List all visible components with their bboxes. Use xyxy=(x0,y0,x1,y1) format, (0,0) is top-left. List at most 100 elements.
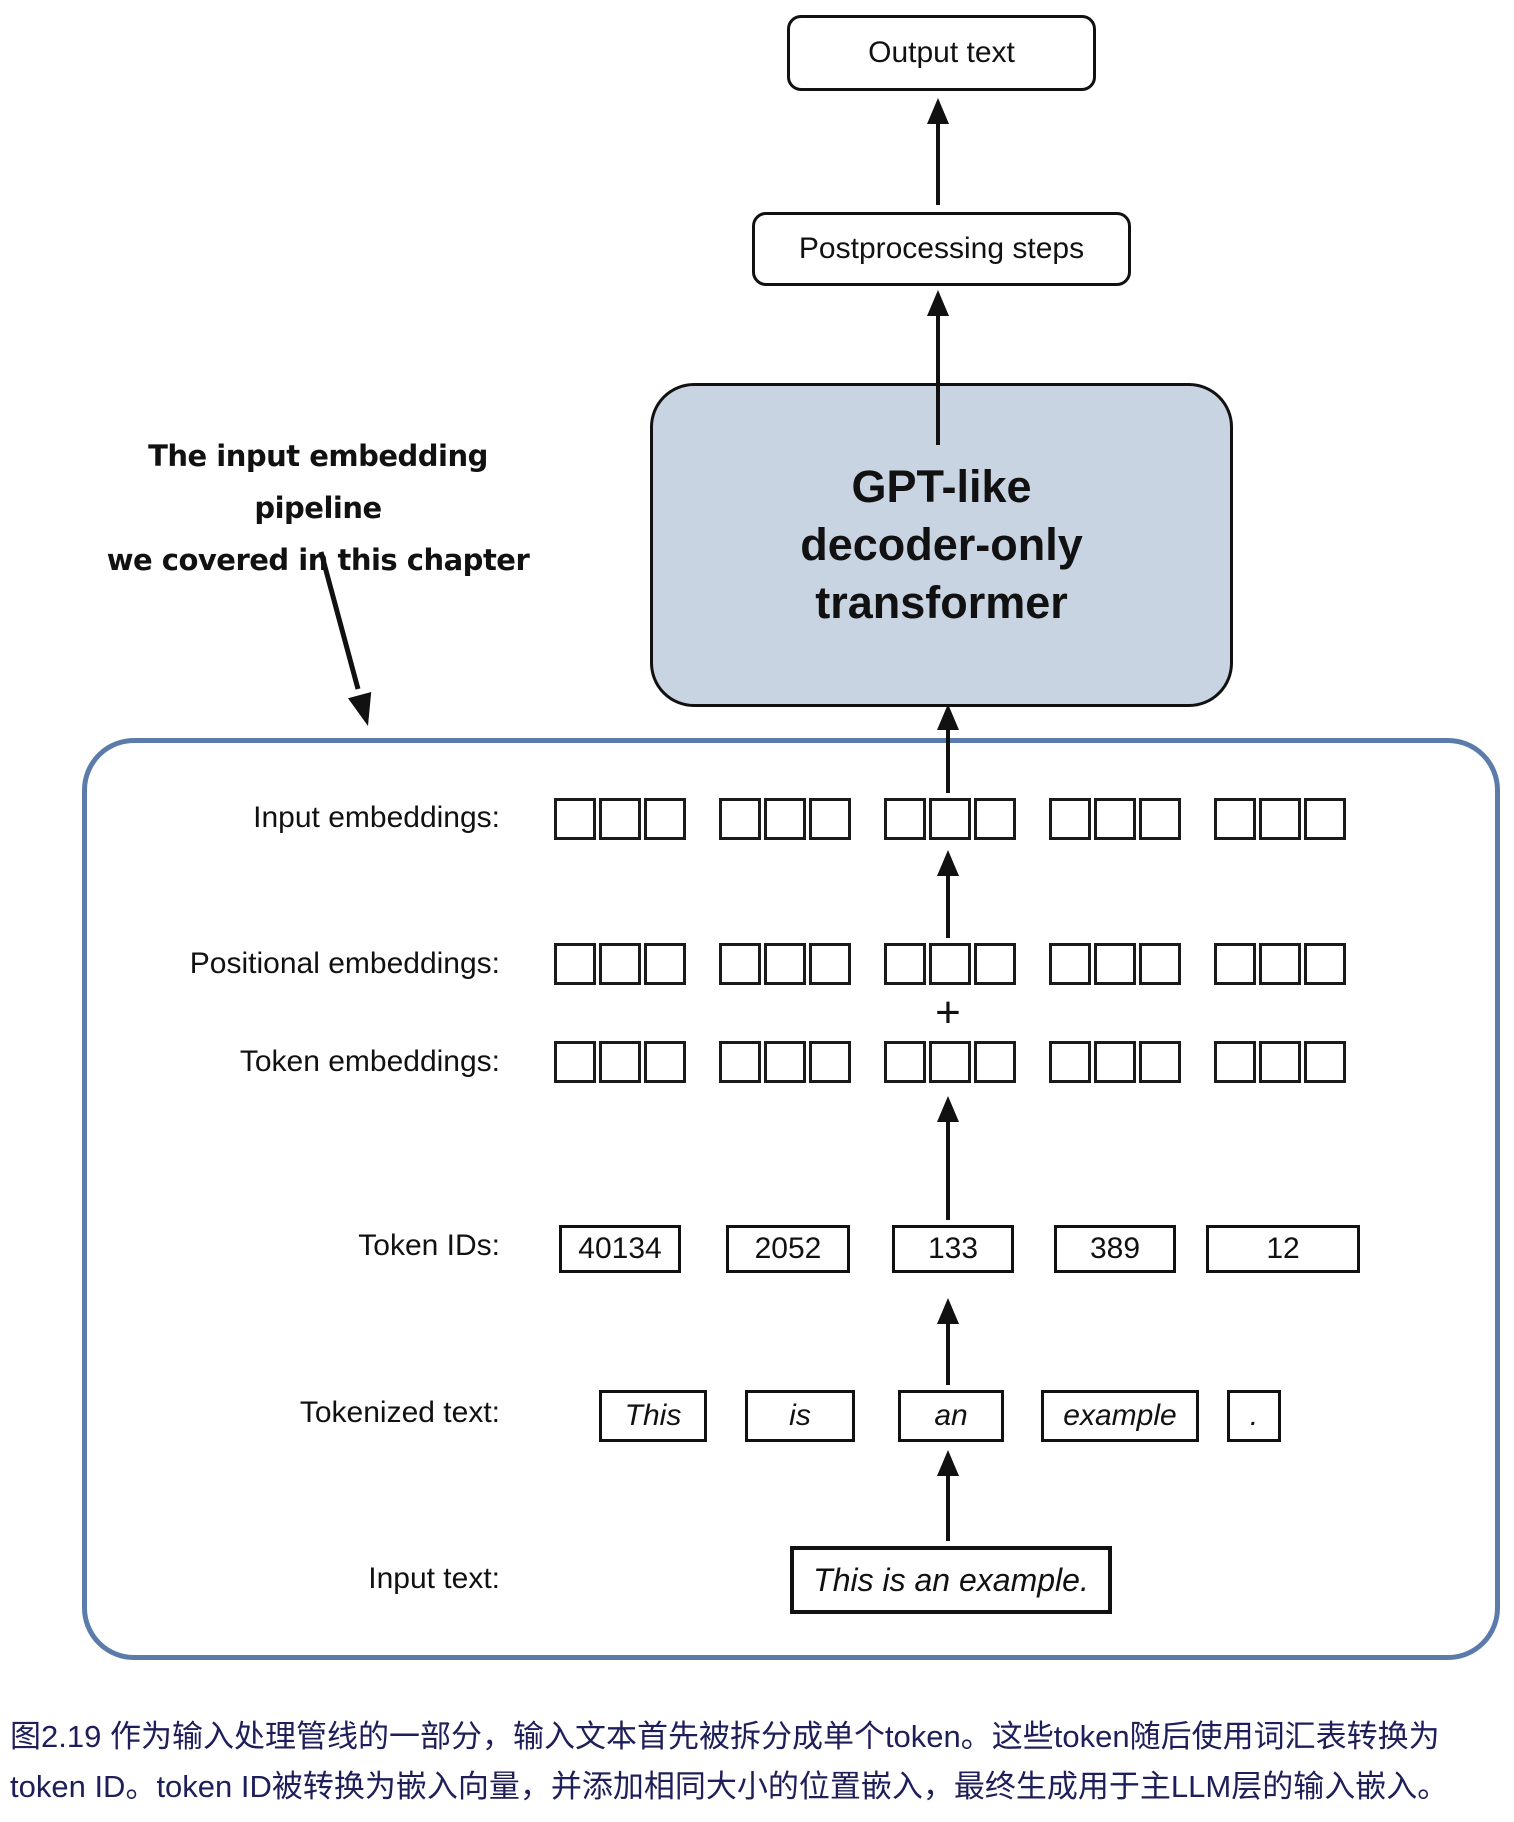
embedding-cell xyxy=(1304,798,1346,840)
embedding-group xyxy=(719,798,851,840)
embedding-group xyxy=(554,943,686,985)
postprocessing-label: Postprocessing steps xyxy=(798,232,1085,265)
embedding-cell xyxy=(1214,1041,1256,1083)
embedding-cell xyxy=(974,798,1016,840)
embedding-cell xyxy=(554,943,596,985)
arrow-tokenized-to-token-ids xyxy=(946,1324,950,1385)
figure-caption: 图2.19 作为输入处理管线的一部分，输入文本首先被拆分成单个token。这些t… xyxy=(10,1712,1508,1812)
token-id-box: 133 xyxy=(892,1225,1014,1273)
token-id-box: 389 xyxy=(1054,1225,1176,1273)
embedding-cell xyxy=(929,1041,971,1083)
arrow-input-text-to-tokenized xyxy=(946,1476,950,1541)
embedding-cell xyxy=(809,943,851,985)
annotation-arrow xyxy=(318,551,372,726)
token-embeddings-row xyxy=(554,1041,1346,1083)
caption-line-2: token ID。token ID被转换为嵌入向量，并添加相同大小的位置嵌入，最… xyxy=(10,1769,1449,1804)
embedding-cell xyxy=(719,1041,761,1083)
embedding-cell xyxy=(1049,943,1091,985)
embedding-cell xyxy=(554,798,596,840)
embedding-group xyxy=(719,943,851,985)
embedding-cell xyxy=(1259,1041,1301,1083)
label-token-ids: Token IDs: xyxy=(358,1229,500,1262)
arrow-transformer-to-postprocessing xyxy=(936,316,940,445)
embedding-cell xyxy=(929,943,971,985)
embedding-cell xyxy=(599,1041,641,1083)
embedding-cell xyxy=(974,943,1016,985)
embedding-cell xyxy=(929,798,971,840)
label-positional-embeddings: Positional embeddings: xyxy=(189,947,500,980)
embedding-cell xyxy=(764,798,806,840)
embedding-group xyxy=(554,1041,686,1083)
gpt-transformer-box: GPT-like decoder-only transformer xyxy=(650,383,1233,707)
arrow-token-ids-to-token-embeddings xyxy=(946,1122,950,1220)
embedding-cell xyxy=(719,943,761,985)
token-text-box: is xyxy=(745,1390,855,1442)
token-text-box: . xyxy=(1227,1390,1281,1442)
embedding-group xyxy=(1214,943,1346,985)
embedding-cell xyxy=(1304,943,1346,985)
embedding-cell xyxy=(1139,1041,1181,1083)
annotation-line-2: we covered in this chapter xyxy=(106,543,530,577)
token-id-box: 12 xyxy=(1206,1225,1360,1273)
transformer-line-1: GPT-like xyxy=(851,461,1032,512)
embedding-cell xyxy=(644,943,686,985)
embedding-cell xyxy=(644,1041,686,1083)
output-text-box: Output text xyxy=(787,15,1096,91)
arrow-postprocessing-to-output xyxy=(936,124,940,205)
embedding-group xyxy=(554,798,686,840)
embedding-cell xyxy=(809,798,851,840)
embedding-cell xyxy=(1139,798,1181,840)
embedding-cell xyxy=(719,798,761,840)
embedding-cell xyxy=(599,798,641,840)
input-embedding-pipeline-container xyxy=(82,738,1500,1660)
input-embeddings-row xyxy=(554,798,1346,840)
embedding-group xyxy=(884,798,1016,840)
embedding-cell xyxy=(974,1041,1016,1083)
label-token-embeddings: Token embeddings: xyxy=(239,1045,500,1078)
embedding-cell xyxy=(1214,798,1256,840)
plus-sign: + xyxy=(935,988,961,1037)
embedding-cell xyxy=(884,798,926,840)
embedding-cell xyxy=(1214,943,1256,985)
embedding-cell xyxy=(1094,943,1136,985)
token-text-box: an xyxy=(898,1390,1004,1442)
token-text-box: This xyxy=(599,1390,707,1442)
embedding-cell xyxy=(809,1041,851,1083)
input-text-box: This is an example. xyxy=(790,1546,1112,1614)
output-text-label: Output text xyxy=(868,36,1015,69)
label-input-text: Input text: xyxy=(368,1562,500,1595)
embedding-cell xyxy=(884,1041,926,1083)
embedding-group xyxy=(1214,798,1346,840)
embedding-group xyxy=(1214,1041,1346,1083)
embedding-group xyxy=(719,1041,851,1083)
embedding-group xyxy=(1049,943,1181,985)
embedding-cell xyxy=(1259,798,1301,840)
transformer-line-2: decoder-only xyxy=(800,519,1083,570)
embedding-cell xyxy=(554,1041,596,1083)
embedding-cell xyxy=(599,943,641,985)
token-text-box: example xyxy=(1041,1390,1199,1442)
arrow-embeddings-to-transformer xyxy=(946,730,950,793)
annotation-line-1: The input embedding pipeline xyxy=(148,439,488,525)
embedding-group xyxy=(1049,798,1181,840)
annotation-text: The input embedding pipeline we covered … xyxy=(90,430,546,586)
input-text-value: This is an example. xyxy=(813,1561,1089,1598)
caption-line-1: 图2.19 作为输入处理管线的一部分，输入文本首先被拆分成单个token。这些t… xyxy=(10,1719,1440,1754)
positional-embeddings-row xyxy=(554,943,1346,985)
embedding-cell xyxy=(764,943,806,985)
embedding-group xyxy=(884,1041,1016,1083)
token-id-box: 40134 xyxy=(559,1225,681,1273)
embedding-group xyxy=(884,943,1016,985)
embedding-cell xyxy=(1259,943,1301,985)
embedding-cell xyxy=(1139,943,1181,985)
arrow-positional-to-input-embeddings xyxy=(946,876,950,938)
label-input-embeddings: Input embeddings: xyxy=(253,801,500,834)
transformer-line-3: transformer xyxy=(815,577,1068,628)
embedding-cell xyxy=(1094,1041,1136,1083)
embedding-group xyxy=(1049,1041,1181,1083)
embedding-cell xyxy=(1049,798,1091,840)
embedding-cell xyxy=(884,943,926,985)
token-id-box: 2052 xyxy=(726,1225,850,1273)
embedding-cell xyxy=(1094,798,1136,840)
